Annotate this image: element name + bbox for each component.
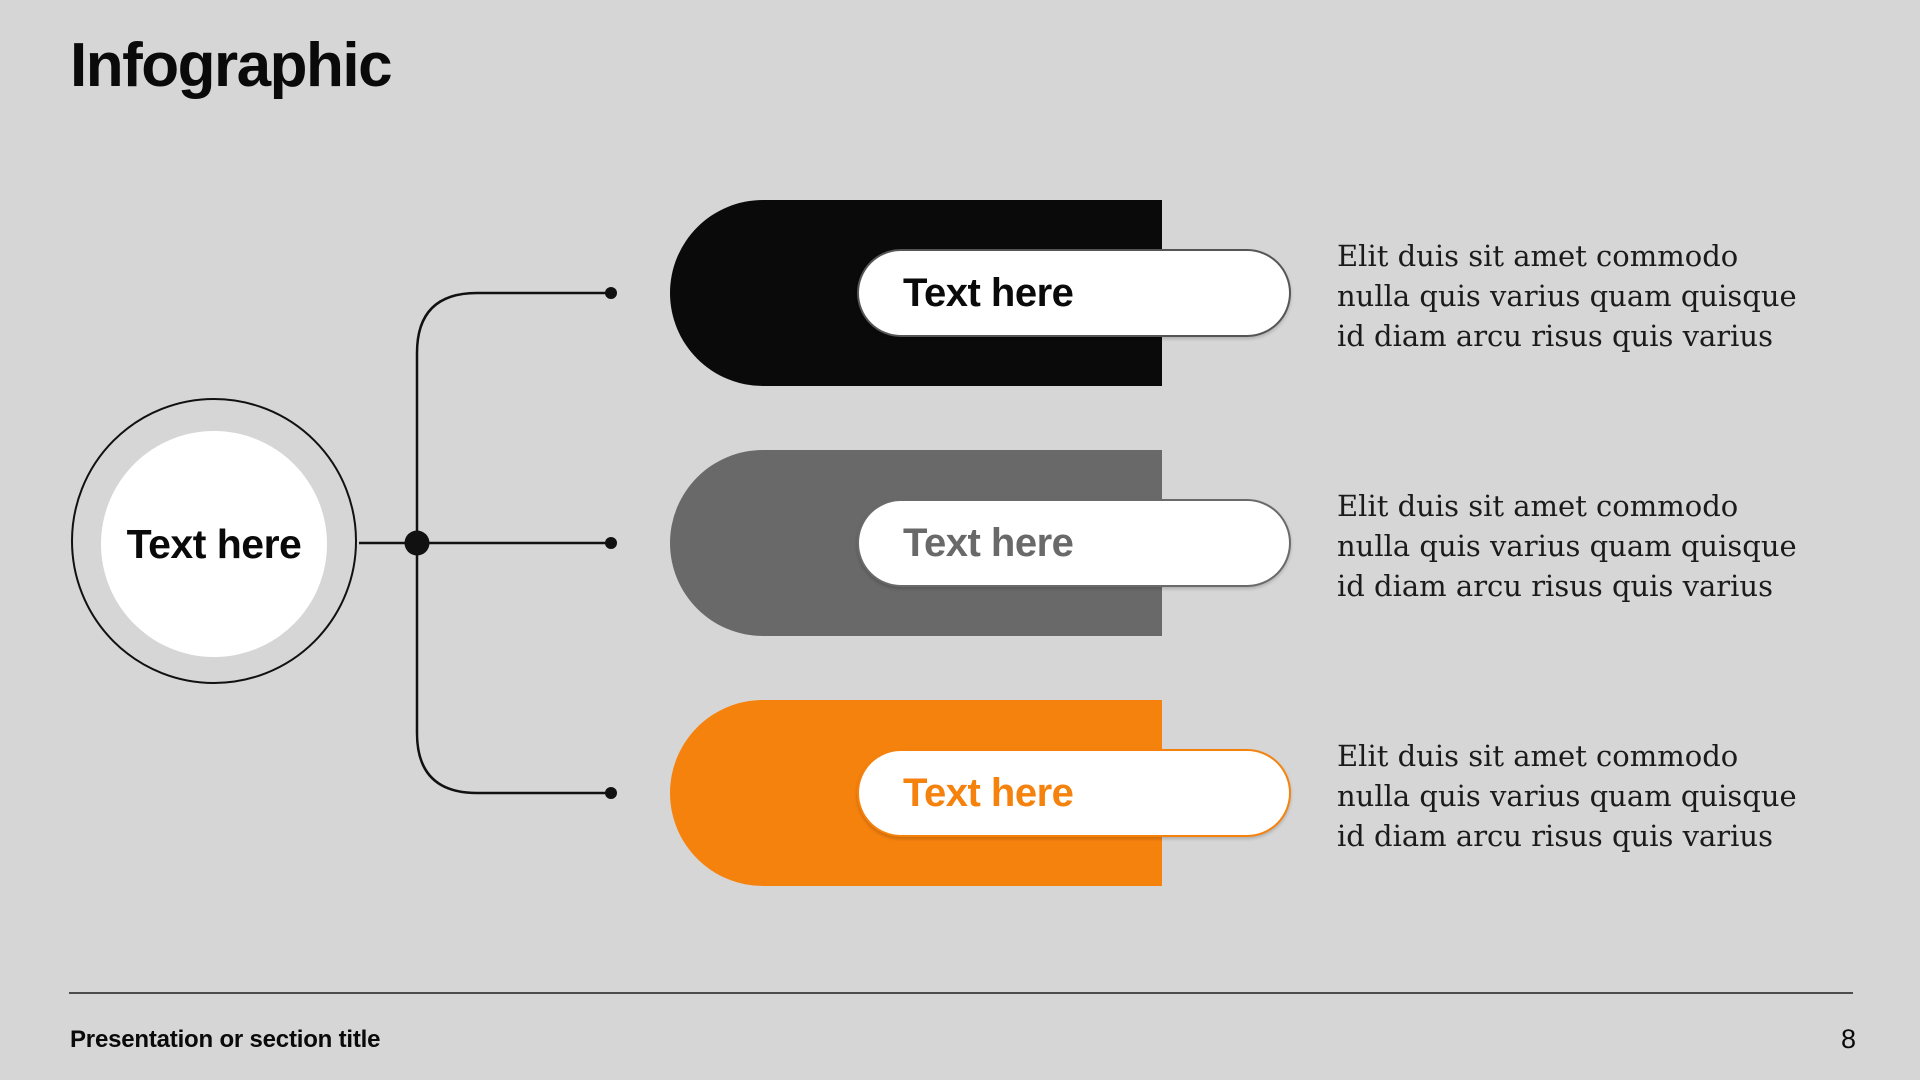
item-label-capsule: Text here — [857, 249, 1291, 337]
hub-inner-circle: Text here — [101, 431, 327, 657]
page-title: Infographic — [70, 31, 393, 100]
footer-section-title: Presentation or section title — [70, 1026, 381, 1053]
item-label: Text here — [903, 520, 1074, 565]
item-label: Text here — [903, 270, 1074, 315]
item-description: Elit duis sit amet commodo nulla quis va… — [1337, 239, 1797, 353]
branch-end-dot — [605, 787, 617, 799]
item-description: Elit duis sit amet commodo nulla quis va… — [1337, 739, 1797, 853]
junction-dot — [404, 530, 430, 556]
hub-circle: Text here — [71, 398, 357, 684]
footer-page-number: 8 — [1840, 1024, 1856, 1054]
item-label: Text here — [903, 770, 1074, 815]
item-label-capsule: Text here — [857, 749, 1291, 837]
branch-end-dot — [605, 537, 617, 549]
item-label-capsule: Text here — [857, 499, 1291, 587]
connector-svg — [359, 287, 617, 799]
hub-label: Text here — [126, 520, 302, 567]
branch-end-dot — [605, 287, 617, 299]
item-description: Elit duis sit amet commodo nulla quis va… — [1337, 489, 1797, 603]
footer-divider — [69, 992, 1853, 994]
